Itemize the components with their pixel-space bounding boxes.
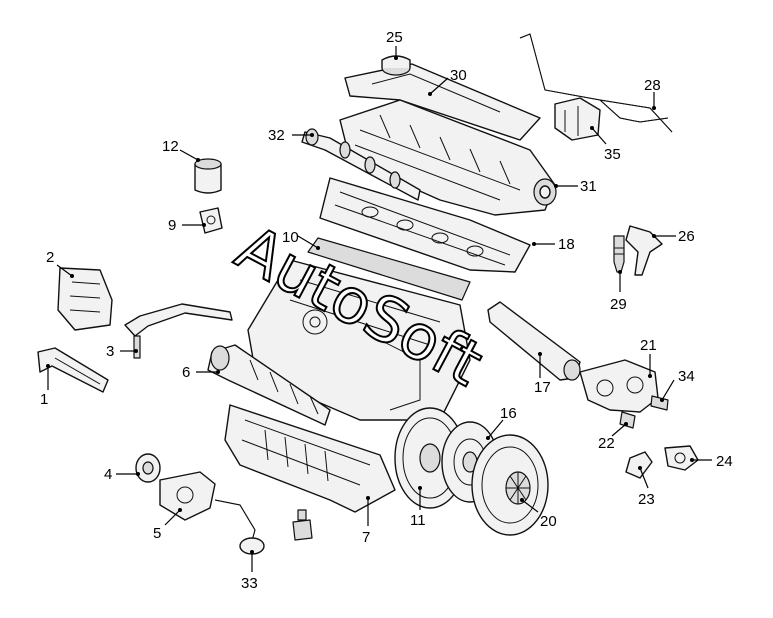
water-outlet: [664, 445, 699, 471]
callout-26: 26: [678, 228, 695, 245]
oil-pump-pipe: [37, 347, 109, 393]
callout-17: 17: [534, 379, 551, 396]
callout-33: 33: [241, 575, 258, 592]
callout-11: 11: [410, 512, 426, 529]
oil-pump: [159, 471, 216, 521]
callout-35: 35: [604, 146, 621, 163]
callout-1: 1: [40, 391, 48, 408]
crankshaft: [207, 344, 331, 426]
callout-29: 29: [610, 296, 627, 313]
spark-plug: [613, 235, 625, 273]
callout-4: 4: [104, 466, 112, 483]
crankshaft-pulley: [135, 453, 161, 483]
temperature-sensor: [650, 395, 669, 411]
head-gasket: [307, 237, 471, 301]
oil-pan: [224, 404, 396, 513]
callout-6: 6: [182, 364, 190, 381]
callout-16: 16: [500, 405, 517, 422]
callout-3: 3: [106, 343, 114, 360]
coolant-plug: [619, 411, 636, 429]
callout-25: 25: [386, 29, 403, 46]
callout-24: 24: [716, 453, 733, 470]
callout-7: 7: [362, 529, 370, 546]
valve-cover-gasket: [344, 63, 541, 141]
callout-20: 20: [540, 513, 557, 530]
coolant-flange: [625, 451, 653, 479]
thermostat-housing: [579, 359, 659, 413]
callout-5: 5: [153, 525, 161, 542]
oil-pressure-switch: [292, 509, 313, 541]
ignition-coil: [625, 225, 663, 276]
callout-23: 23: [638, 491, 655, 508]
engine-block: [247, 259, 471, 421]
callout-28: 28: [644, 77, 661, 94]
callout-18: 18: [558, 236, 575, 253]
callout-10: 10: [282, 229, 299, 246]
camshaft-seal: [533, 178, 557, 206]
callout-34: 34: [678, 368, 695, 385]
callout-32: 32: [268, 127, 285, 144]
callout-2: 2: [46, 249, 54, 266]
leader-lines: [46, 46, 712, 572]
pressure-plate: [471, 434, 549, 536]
callout-labels: 1 2 3 4 5 6 7 9 10 11 12 16 17 18 20 21 …: [40, 29, 733, 592]
callout-9: 9: [168, 217, 176, 234]
breather-pipes: [519, 33, 673, 133]
oil-filter: [194, 158, 222, 194]
oil-filler-cap: [381, 55, 411, 76]
coolant-pipe: [487, 301, 581, 381]
oil-filter-gasket: [199, 207, 223, 234]
callout-31: 31: [580, 178, 597, 195]
cylinder-head-cover: [339, 99, 556, 216]
callout-21: 21: [640, 337, 657, 354]
breather-valve: [554, 97, 601, 141]
callout-12: 12: [162, 138, 179, 155]
callout-22: 22: [598, 435, 615, 452]
oil-pickup-tube: [214, 499, 265, 555]
heat-shield: [57, 267, 113, 331]
cylinder-head: [319, 177, 531, 273]
callout-30: 30: [450, 67, 467, 84]
